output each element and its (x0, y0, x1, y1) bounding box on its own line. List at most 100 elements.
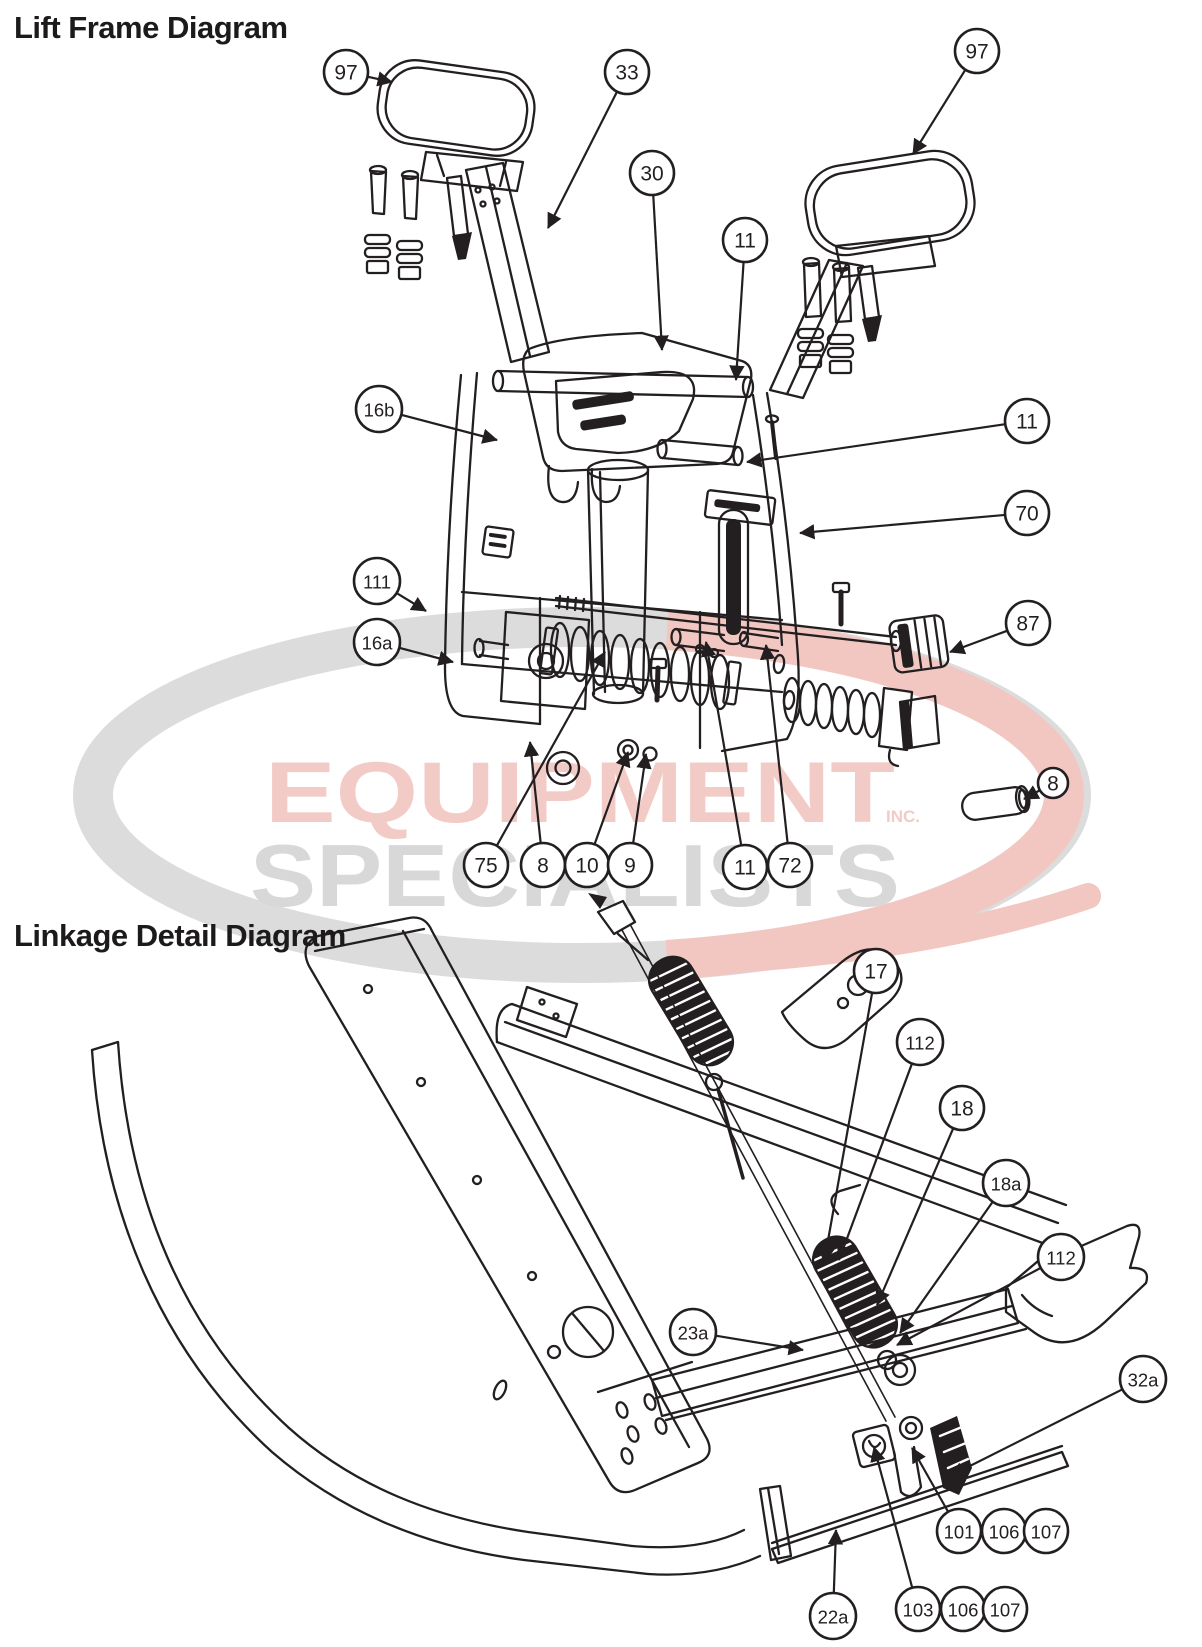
linkage-detail-diagram-title: Linkage Detail Diagram (14, 918, 346, 953)
callout-balloon-97 (953, 27, 1001, 75)
lift-frame-body (443, 371, 800, 753)
callout-leader-23a (715, 1334, 804, 1356)
illegible-logo-marks (580, 414, 627, 431)
callout-balloon-111 (352, 556, 402, 606)
callout-number-11: 11 (1016, 411, 1038, 434)
callout-balloon-70 (1003, 489, 1051, 537)
callout-balloon-97 (322, 48, 370, 96)
callout-balloon-16b (354, 384, 404, 434)
callout-number-30: 30 (640, 163, 663, 186)
callout-leader-75 (495, 651, 606, 847)
callout-number-16b: 16b (364, 400, 395, 421)
callout-number-32a: 32a (1128, 1370, 1160, 1391)
callout-number-107: 107 (1031, 1522, 1062, 1543)
stand-rod-and-connector (554, 594, 950, 674)
callout-leader-97 (912, 69, 967, 155)
headlight-right-hardware (796, 256, 882, 375)
callout-leader-11 (700, 641, 743, 846)
callout-number-106: 106 (948, 1600, 979, 1621)
callout-leader-103 (870, 1446, 914, 1589)
trip-rod (621, 925, 896, 1422)
callout-balloon-72 (766, 841, 814, 889)
callout-number-97: 97 (334, 62, 357, 85)
callout-balloon-11 (721, 216, 769, 264)
callout-balloon-107 (981, 1585, 1029, 1633)
upper-arm (495, 985, 1068, 1247)
callout-balloon-112 (895, 1017, 945, 1067)
callout-number-107: 107 (990, 1600, 1021, 1621)
main-beam (304, 916, 711, 1494)
left-frame-member (90, 1040, 762, 1576)
callout-number-18: 18 (950, 1098, 973, 1121)
callout-leader-16a (398, 646, 454, 666)
callout-leader-87 (949, 629, 1008, 655)
callout-balloon-30 (628, 149, 676, 197)
callout-number-22a: 22a (818, 1607, 850, 1628)
callout-number-16a: 16a (362, 633, 394, 654)
callout-leader-16b (400, 413, 498, 444)
callout-balloon-11 (1003, 397, 1051, 445)
callout-number-75: 75 (474, 855, 497, 878)
light-tower-posts (464, 161, 865, 400)
callout-leader-112 (836, 1063, 914, 1261)
callout-number-9: 9 (624, 855, 636, 878)
callout-leader-70 (799, 513, 1006, 540)
callout-leader-101 (911, 1447, 950, 1513)
callout-balloon-16a (352, 617, 402, 667)
callout-number-106: 106 (989, 1522, 1020, 1543)
frame-sticker (703, 489, 777, 526)
watermark-suffix-inc: INC. (886, 807, 920, 826)
callout-leader-33 (547, 91, 619, 229)
watermark-swoosh-tail (687, 883, 1101, 975)
callout-leader-11 (746, 423, 1006, 468)
callout-balloon-112 (1036, 1232, 1086, 1282)
callout-number-70: 70 (1015, 503, 1038, 526)
callout-number-23a: 23a (678, 1323, 710, 1344)
callout-leader-111 (396, 592, 427, 612)
callout-number-8: 8 (1047, 773, 1059, 796)
callout-balloon-23a (668, 1307, 718, 1357)
callout-leader-32a (949, 1388, 1123, 1477)
callout-number-11: 11 (734, 230, 756, 253)
callout-number-17: 17 (864, 961, 887, 984)
trip-spring-lower (811, 1183, 902, 1371)
callout-number-97: 97 (965, 41, 988, 64)
callout-number-101: 101 (944, 1522, 975, 1543)
headlight-left-hardware (363, 164, 472, 281)
callout-number-87: 87 (1016, 613, 1039, 636)
spring-anchor-clip (588, 893, 650, 962)
callout-number-10: 10 (575, 855, 598, 878)
callout-leader-112 (896, 1266, 1042, 1346)
watermark-word-equipment: EQUIPMENT (265, 745, 895, 841)
linkage-detail-drawing (90, 893, 1149, 1576)
callout-number-72: 72 (778, 855, 801, 878)
callout-leader-18 (875, 1127, 955, 1306)
callout-number-103: 103 (903, 1600, 934, 1621)
lift-frame-diagram-title: Lift Frame Diagram (14, 10, 288, 45)
callout-leader-17 (818, 992, 874, 1264)
callout-leader-9 (632, 753, 652, 844)
callout-balloon-9 (606, 841, 654, 889)
callout-balloon-18a (981, 1158, 1031, 1208)
callout-number-112: 112 (905, 1033, 935, 1054)
callout-number-33: 33 (615, 62, 638, 85)
callout-balloon-75 (462, 841, 510, 889)
callout-number-112: 112 (1046, 1248, 1076, 1269)
callout-leader-22a (827, 1529, 844, 1594)
callout-leader-18a (899, 1201, 994, 1334)
callout-balloon-87 (1004, 599, 1052, 647)
headlight-left (376, 59, 536, 193)
illegible-logo-marks (572, 391, 634, 410)
cover-plate (522, 331, 753, 504)
callout-balloon-8 (1036, 766, 1070, 800)
cutting-edge (758, 1444, 1070, 1565)
lift-springs (538, 621, 914, 768)
callout-balloon-18 (938, 1084, 986, 1132)
lift-frame-drawing (363, 59, 1031, 821)
callout-balloon-107 (1022, 1507, 1070, 1555)
callout-leader-97 (367, 71, 393, 87)
